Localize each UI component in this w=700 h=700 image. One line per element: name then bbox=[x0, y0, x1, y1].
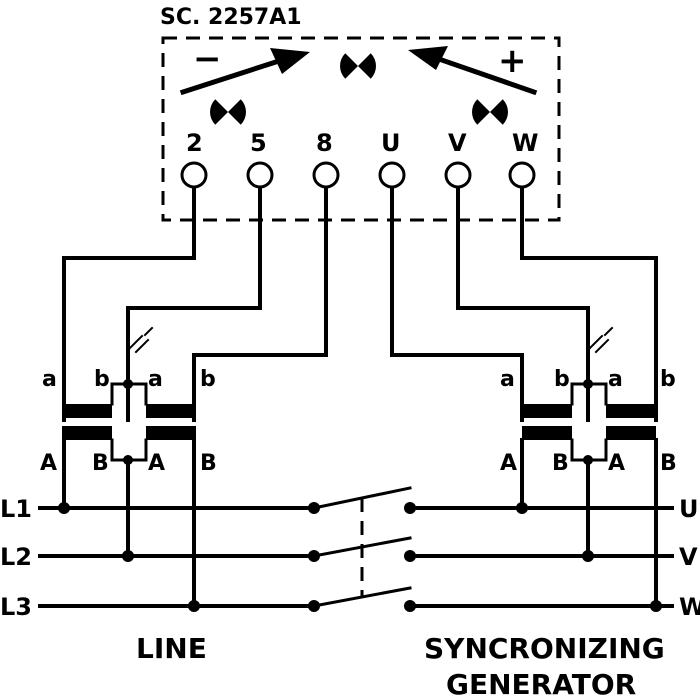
terminal-label-8: 8 bbox=[316, 129, 333, 157]
left-winding-a2: a bbox=[148, 367, 163, 392]
terminal-label-w: W bbox=[512, 129, 538, 157]
caption-line: LINE bbox=[136, 632, 207, 665]
phase-label-l1: L1 bbox=[0, 495, 32, 523]
lamp-icon bbox=[472, 93, 508, 131]
left-winding-b2: b bbox=[200, 367, 216, 392]
minus-sign: − bbox=[193, 39, 222, 79]
phase-label-v: V bbox=[679, 543, 698, 571]
right-winding-B1: B bbox=[552, 451, 569, 476]
caption-generator: GENERATOR bbox=[446, 668, 636, 700]
fast-arrow-icon bbox=[408, 46, 538, 96]
wire-terminal-w bbox=[520, 186, 658, 422]
terminal-v bbox=[444, 161, 472, 189]
terminal-label-v: V bbox=[448, 129, 467, 157]
caption-syncronizing: SYNCRONIZING bbox=[424, 632, 665, 665]
phase-label-l3: L3 bbox=[0, 593, 32, 621]
phase-label-w: W bbox=[679, 593, 700, 621]
junction-dots bbox=[58, 502, 662, 612]
wire-terminal-5 bbox=[126, 186, 262, 422]
wire-terminal-v bbox=[456, 186, 590, 422]
right-winding-b1: b bbox=[554, 367, 570, 392]
right-winding-A1: A bbox=[500, 451, 517, 476]
terminal-8 bbox=[312, 161, 340, 189]
phase-label-u: U bbox=[679, 495, 699, 523]
right-winding-a1: a bbox=[500, 367, 515, 392]
terminal-w bbox=[508, 161, 536, 189]
terminal-u bbox=[378, 161, 406, 189]
terminal-circles bbox=[180, 161, 536, 189]
right-winding-a2: a bbox=[608, 367, 623, 392]
meter-enclosure bbox=[161, 36, 561, 222]
wire-terminal-u bbox=[390, 186, 524, 422]
left-winding-A1: A bbox=[40, 451, 57, 476]
diagram-title: SC. 2257A1 bbox=[160, 5, 302, 30]
lamp-icon bbox=[340, 47, 376, 85]
slow-arrow-icon bbox=[179, 48, 310, 96]
left-transformers bbox=[62, 326, 196, 608]
phase-label-l2: L2 bbox=[0, 543, 32, 571]
wire-terminal-2 bbox=[62, 186, 196, 422]
plus-sign: + bbox=[498, 41, 527, 81]
right-winding-A2: A bbox=[608, 451, 625, 476]
lamp-icon bbox=[210, 93, 246, 131]
right-winding-B2: B bbox=[660, 451, 677, 476]
left-winding-B1: B bbox=[92, 451, 109, 476]
left-winding-B2: B bbox=[200, 451, 217, 476]
right-winding-b2: b bbox=[660, 367, 676, 392]
left-winding-a1: a bbox=[42, 367, 57, 392]
wire-terminal-8 bbox=[192, 186, 328, 422]
left-winding-b1: b bbox=[94, 367, 110, 392]
terminal-2 bbox=[180, 161, 208, 189]
terminal-label-2: 2 bbox=[186, 129, 203, 157]
terminal-5 bbox=[246, 161, 274, 189]
terminal-label-u: U bbox=[381, 129, 401, 157]
terminal-label-5: 5 bbox=[250, 129, 267, 157]
left-winding-A2: A bbox=[148, 451, 165, 476]
breaker-switch bbox=[312, 486, 412, 608]
